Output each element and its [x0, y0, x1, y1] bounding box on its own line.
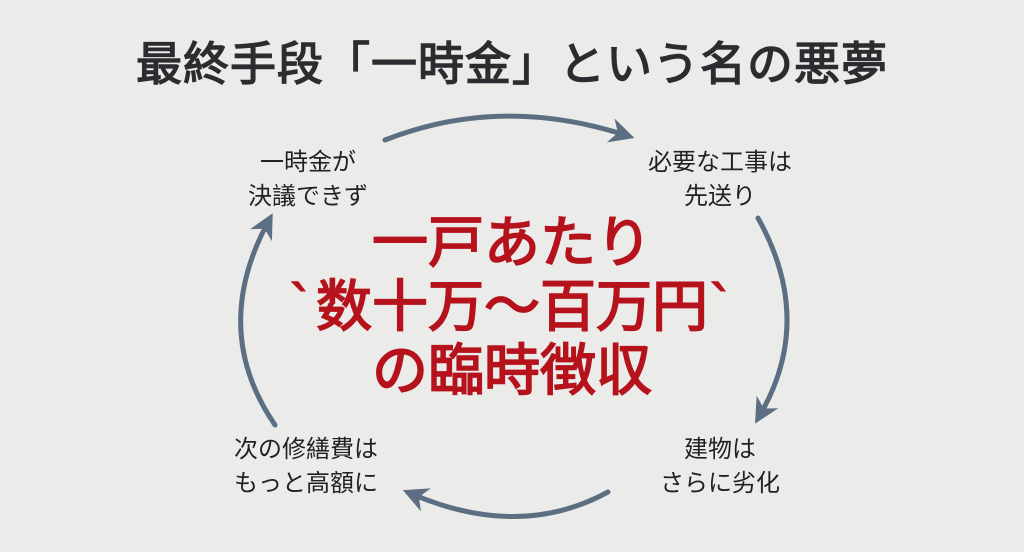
center-message: 一戸あたり `数十万～百万円` の臨時徴収 — [262, 212, 762, 404]
arrow-right-icon — [754, 215, 790, 424]
arrow-bottom-icon — [402, 488, 611, 519]
page-title: 最終手段「一時金」という名の悪夢 — [136, 37, 888, 91]
node-line: さらに劣化 — [660, 469, 780, 497]
node-line: もっと高額に — [234, 469, 378, 497]
center-line: 一戸あたり — [372, 211, 652, 276]
arrow-left-icon — [238, 213, 278, 428]
center-line: `数十万～百万円` — [288, 275, 736, 340]
node-line: 建物は — [684, 435, 756, 463]
node-line: 決議できず — [248, 182, 368, 210]
node-line: 必要な工事は — [648, 148, 792, 176]
node-resolution-fails: 一時金が 決議できず — [228, 145, 388, 213]
arrow-top-icon — [382, 113, 635, 143]
node-next-cost-higher: 次の修繕費は もっと高額に — [216, 432, 396, 500]
node-line: 一時金が — [260, 148, 356, 176]
node-building-deteriorates: 建物は さらに劣化 — [635, 432, 805, 500]
node-line: 次の修繕費は — [234, 435, 378, 463]
node-work-postponed: 必要な工事は 先送り — [630, 145, 810, 213]
center-line: の臨時徴収 — [372, 339, 652, 404]
node-line: 先送り — [684, 182, 756, 210]
